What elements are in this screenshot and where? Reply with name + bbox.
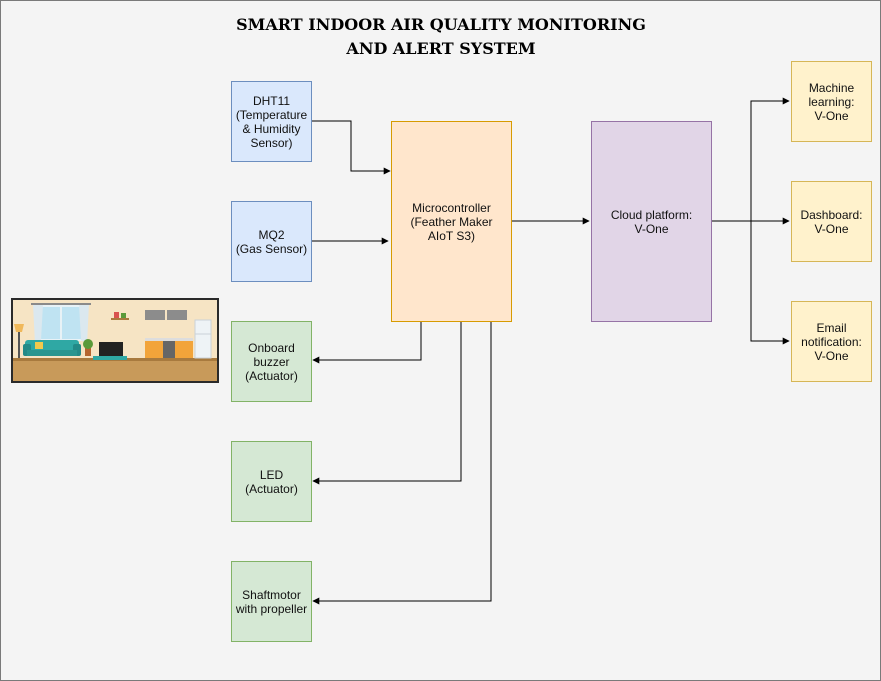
edge-cloud-to-ml bbox=[750, 97, 790, 221]
title-line-2: AND ALERT SYSTEM bbox=[346, 39, 536, 58]
diagram-title: SMART INDOOR AIR QUALITY MONITORING AND … bbox=[141, 13, 741, 61]
email-notification-node: Email notification: V-One bbox=[791, 301, 872, 382]
mq2-sensor-node: MQ2 (Gas Sensor) bbox=[231, 201, 312, 282]
dashboard-node: Dashboard: V-One bbox=[791, 181, 872, 262]
edge-mcu-to-led bbox=[312, 321, 462, 485]
title-line-1: SMART INDOOR AIR QUALITY MONITORING bbox=[236, 15, 646, 34]
edge-cloud-to-email bbox=[750, 221, 790, 345]
edge-dht11-to-mcu bbox=[311, 120, 391, 175]
edge-mcu-to-buzzer bbox=[312, 321, 422, 364]
microcontroller-node: Microcontroller (Feather Maker AIoT S3) bbox=[391, 121, 512, 322]
dht11-sensor-node: DHT11 (Temperature & Humidity Sensor) bbox=[231, 81, 312, 162]
buzzer-actuator-node: Onboard buzzer (Actuator) bbox=[231, 321, 312, 402]
living-room-illustration bbox=[11, 298, 219, 383]
machine-learning-node: Machine learning: V-One bbox=[791, 61, 872, 142]
room-scene-svg bbox=[13, 300, 217, 381]
edge-mcu-to-motor bbox=[312, 321, 492, 605]
cloud-platform-node: Cloud platform: V-One bbox=[591, 121, 712, 322]
motor-actuator-node: Shaftmotor with propeller bbox=[231, 561, 312, 642]
led-actuator-node: LED (Actuator) bbox=[231, 441, 312, 522]
